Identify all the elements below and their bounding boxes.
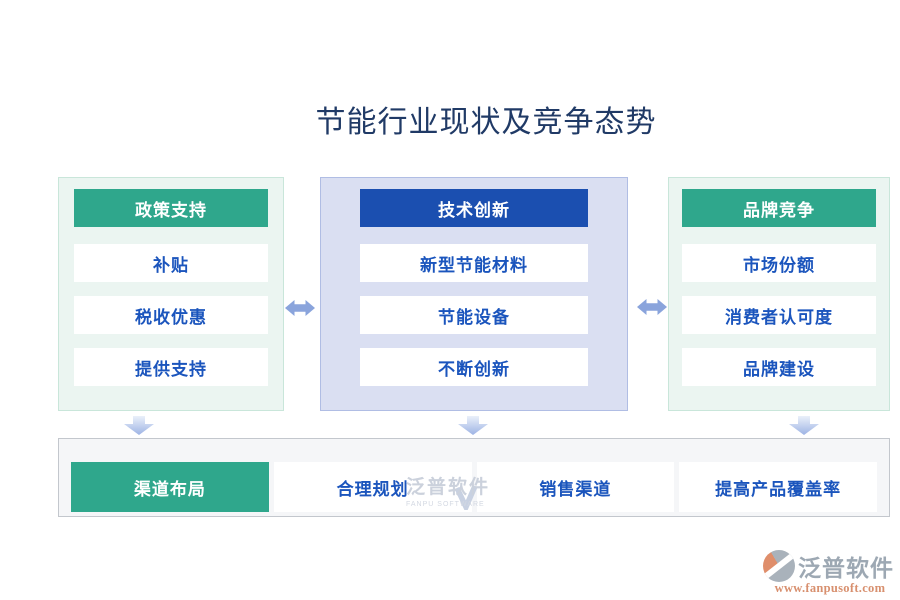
down-arrow-icon — [458, 416, 488, 435]
down-arrow-icon — [124, 416, 154, 435]
left-right-arrow-icon — [637, 299, 667, 315]
bottom-item-planning: 合理规划 — [273, 462, 472, 512]
tech-item-innovation: 不断创新 — [360, 348, 588, 386]
brand-item-market-share: 市场份额 — [682, 244, 876, 282]
bottom-header-channel-layout: 渠道布局 — [71, 462, 269, 512]
watermark-corner: 泛普软件 www.fanpusoft.com — [763, 549, 897, 596]
watermark-corner-name: 泛普软件 — [798, 556, 894, 581]
panel-policy-support: 政策支持 补贴 税收优惠 提供支持 — [58, 177, 284, 411]
panel-policy-header: 政策支持 — [74, 189, 268, 227]
policy-item-subsidy: 补贴 — [74, 244, 268, 282]
fanpu-logo-icon — [763, 550, 795, 582]
panel-brand-competition: 品牌竞争 市场份额 消费者认可度 品牌建设 — [668, 177, 890, 411]
panel-tech-header: 技术创新 — [360, 189, 588, 227]
brand-item-building: 品牌建设 — [682, 348, 876, 386]
panel-tech-innovation: 技术创新 新型节能材料 节能设备 不断创新 — [320, 177, 628, 411]
watermark-corner-row: 泛普软件 — [763, 549, 897, 583]
policy-item-tax: 税收优惠 — [74, 296, 268, 334]
left-right-arrow-icon — [285, 300, 315, 316]
down-arrow-icon — [789, 416, 819, 435]
watermark-corner-url: www.fanpusoft.com — [774, 581, 886, 595]
tech-item-materials: 新型节能材料 — [360, 244, 588, 282]
page-title: 节能行业现状及竞争态势 — [315, 106, 657, 139]
bottom-item-coverage: 提高产品覆盖率 — [679, 462, 877, 512]
policy-item-support: 提供支持 — [74, 348, 268, 386]
brand-item-consumer: 消费者认可度 — [682, 296, 876, 334]
bottom-item-sales-channel: 销售渠道 — [476, 462, 675, 512]
bottom-band-channel-layout: 渠道布局 合理规划 销售渠道 提高产品覆盖率 — [58, 438, 890, 517]
tech-item-equipment: 节能设备 — [360, 296, 588, 334]
panel-brand-header: 品牌竞争 — [682, 189, 876, 227]
